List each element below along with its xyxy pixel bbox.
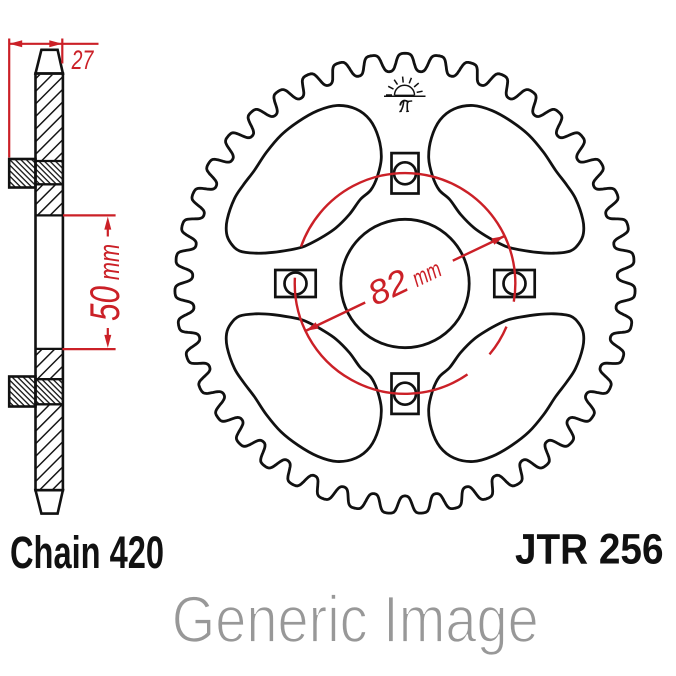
- svg-text:Chain 420: Chain 420: [10, 527, 164, 578]
- svg-text:Generic Image: Generic Image: [172, 582, 539, 656]
- svg-text:JTR 256: JTR 256: [515, 526, 664, 574]
- svg-text:27: 27: [71, 45, 94, 75]
